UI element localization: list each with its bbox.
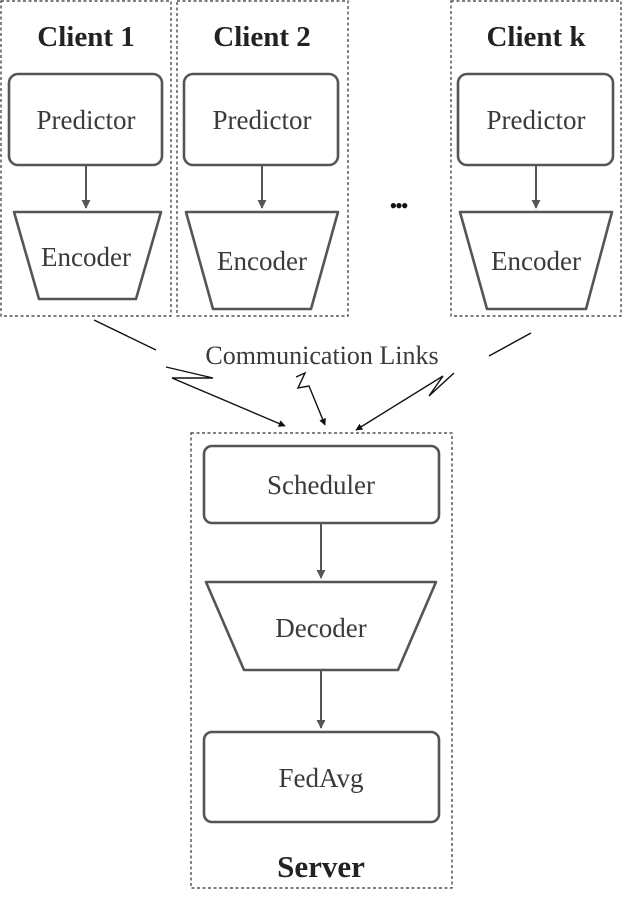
fedavg-box [202,730,441,824]
decoder-shape [204,580,438,672]
client-2-group: Client 2 Predictor Encoder [176,0,349,317]
communication-links-label: Communication Links [205,341,438,370]
client-1-encoder-shape [12,210,163,301]
client-1-title: Client 1 [37,21,134,53]
link-client-2-to-server [295,371,326,426]
client-2-boundary [176,0,349,317]
client-1-predictor-label: Predictor [37,105,136,135]
communication-links: Communication Links [93,319,532,430]
client-k-boundary [450,0,622,317]
client-k-title: Client k [486,21,586,53]
server-title: Server [277,849,365,884]
client-1-boundary [0,0,172,317]
decoder-label: Decoder [275,613,366,643]
link-client-1-to-server [93,319,285,426]
client-2-predictor-label: Predictor [213,105,312,135]
server-group: Scheduler Decoder FedAvg Server [190,432,453,889]
server-boundary [190,432,453,889]
scheduler-label: Scheduler [267,470,375,500]
client-k-encoder-label: Encoder [491,246,581,276]
fedavg-label: FedAvg [279,763,364,793]
client-2-encoder-label: Encoder [217,246,307,276]
client-2-encoder-shape [184,210,340,311]
client-2-title: Client 2 [213,21,310,53]
more-clients-ellipsis: ••• [389,193,407,218]
client-1-encoder-label: Encoder [41,242,131,272]
link-client-k-to-server [356,332,532,430]
client-k-predictor-label: Predictor [487,105,586,135]
client-k-encoder-shape [458,210,614,311]
client-1-group: Client 1 Predictor Encoder [0,0,172,317]
client-k-group: Client k Predictor Encoder [450,0,622,317]
